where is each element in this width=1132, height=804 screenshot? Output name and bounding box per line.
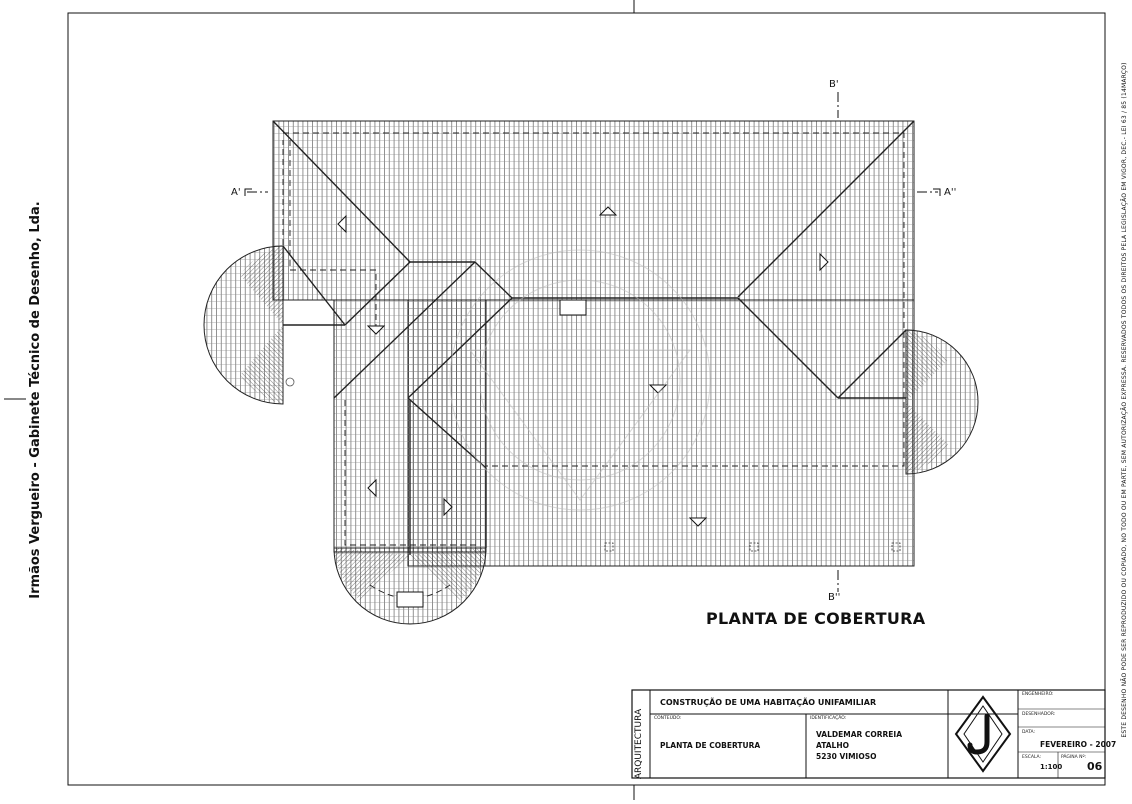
ridge-lines [272,120,915,555]
designer-caption: DESENHADOR: [1022,712,1056,717]
scale-caption: ESCALA: [1022,755,1042,760]
company-logo [954,695,1012,773]
roof-tiles [203,120,979,625]
project-title: CONSTRUÇÃO DE UMA HABITAÇÃO UNIFAMILIAR [660,698,877,707]
section-lines [247,92,938,592]
section-label-a-left: A' [231,187,241,198]
section-label-b-bottom: B'' [828,592,841,603]
engineer-caption: ENGENHEIRO: [1022,692,1054,697]
title-block [631,689,1106,779]
client-place: ATALHO [816,741,849,750]
ident-caption: IDENTIFICAÇÃO: [810,716,847,721]
drain-point [285,377,295,387]
chimney-south [396,591,424,608]
date-caption: DATA: [1022,730,1036,735]
page-caption: PÁGINA Nº: [1061,755,1087,760]
slope-arrows [337,206,829,527]
content-value: PLANTA DE COBERTURA [660,741,761,750]
company-name: Irmãos Vergueiro - Gabinete Técnico de D… [28,201,43,599]
turret-hatching [240,246,948,600]
chimney-main [559,299,587,316]
client-name: VALDEMAR CORREIA [816,730,903,739]
copyright-notice: ESTE DESENHO NÃO PODE SER REPRODUZIDO OU… [1121,62,1128,738]
plan-title: PLANTA DE COBERTURA [706,609,926,628]
east-wing [407,299,915,567]
discipline-label: ARQUITECTURA [634,708,644,780]
downpipes [604,542,901,552]
client-postcode: 5230 VIMIOSO [816,752,877,761]
page-number: 06 [1087,760,1103,773]
sheet-border [67,12,1106,786]
content-caption: CONTEÚDO: [654,716,682,721]
section-label-a-right: A'' [944,187,957,198]
watermark-logo [449,249,711,511]
main-roof [272,120,915,301]
section-label-b-top: B' [829,79,839,90]
scale-value: 1:100 [1040,763,1063,771]
date-value: FEVEREIRO - 2007 [1040,740,1117,749]
